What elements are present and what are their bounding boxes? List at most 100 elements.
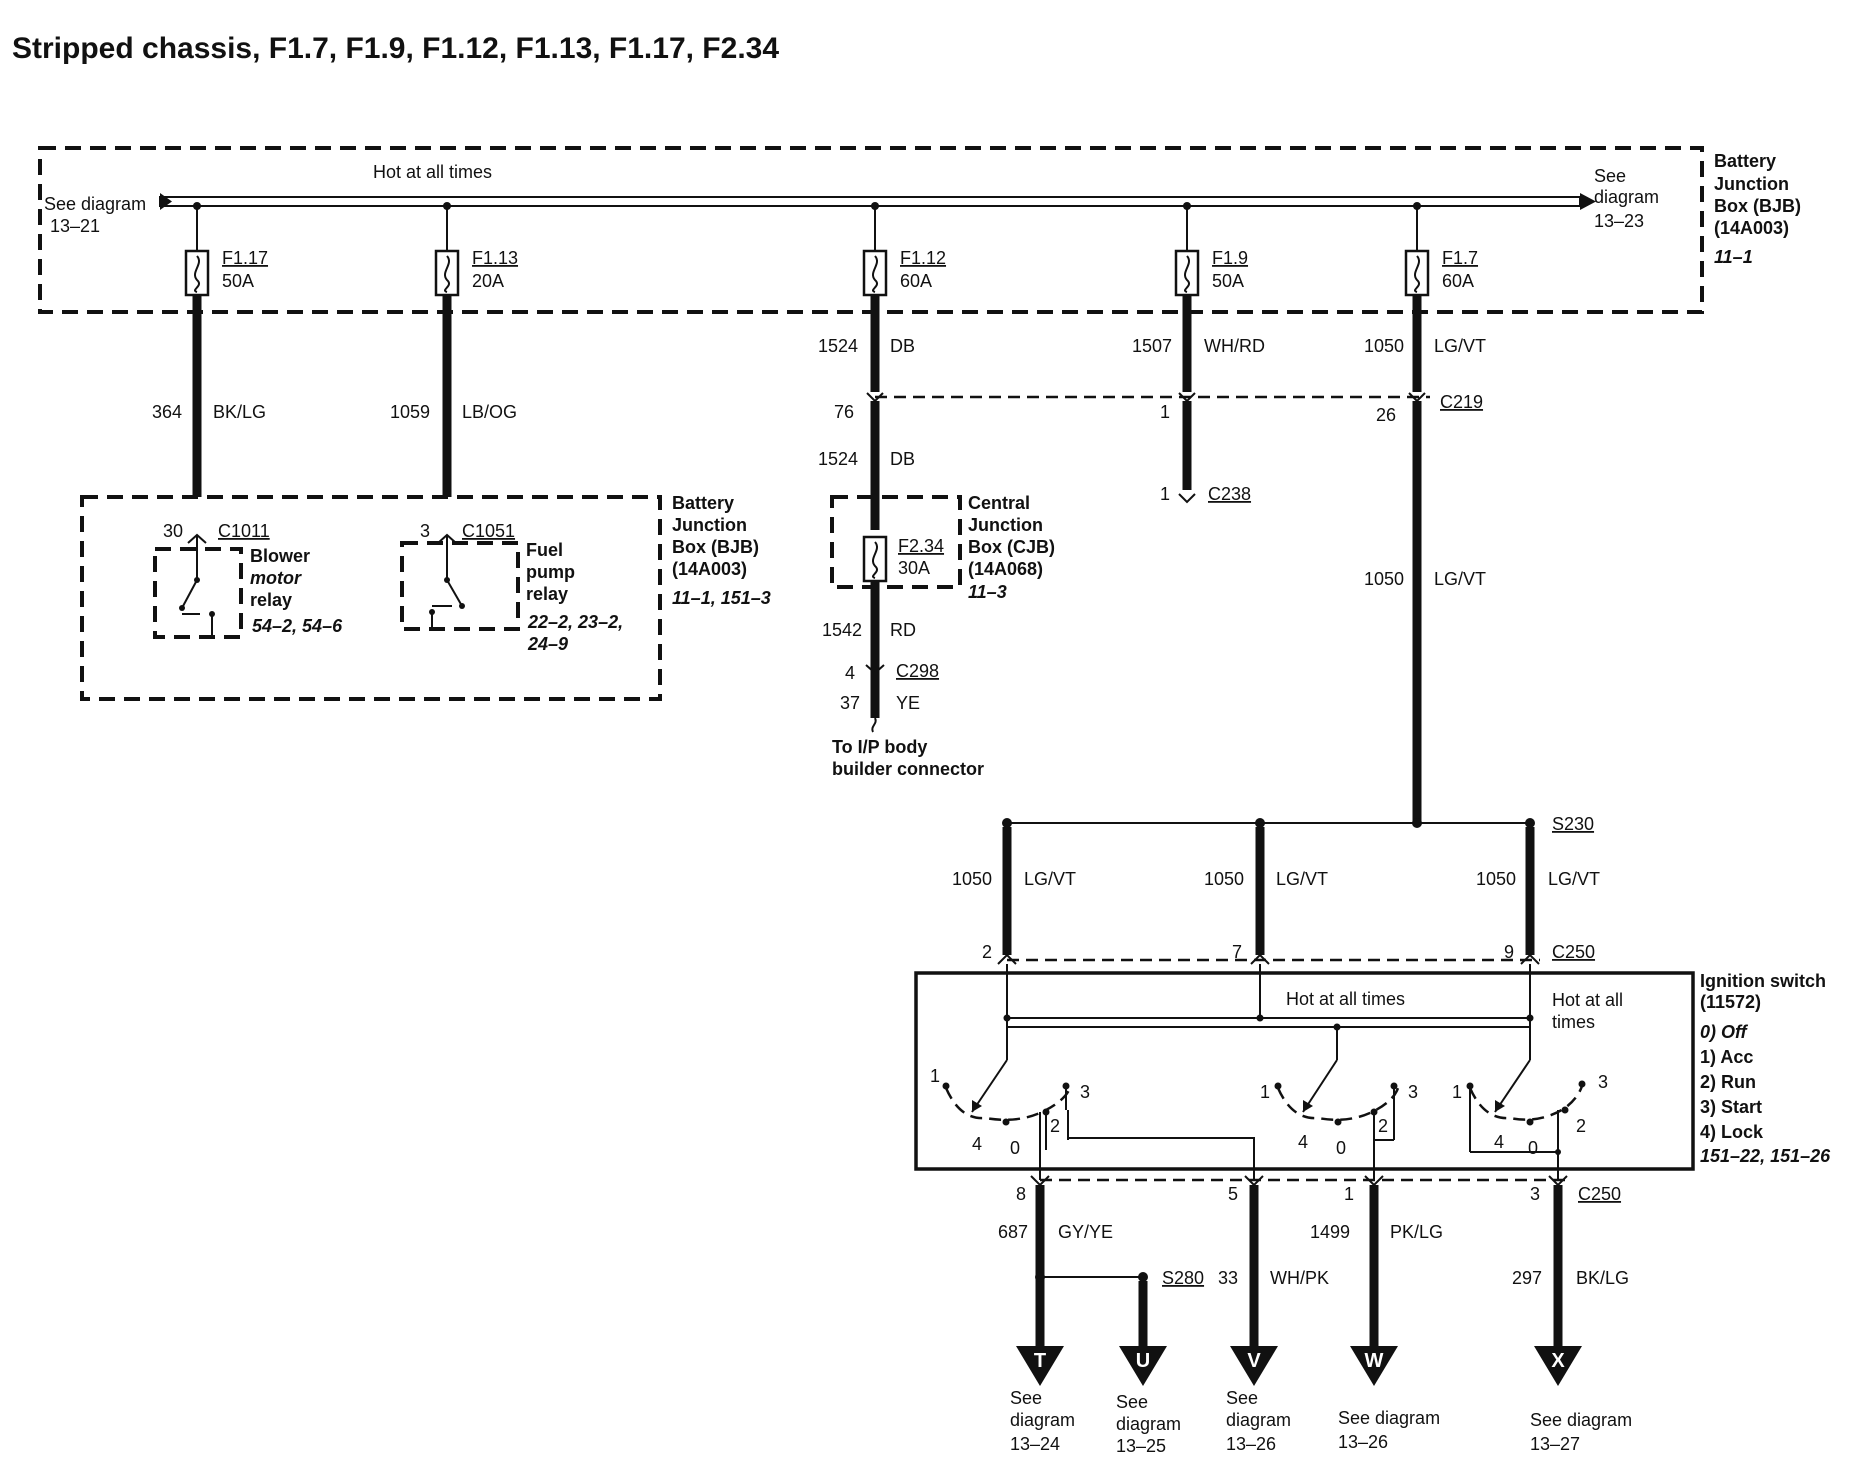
wire-1050-mid: 1050 LG/VT [1364,401,1486,823]
fuse-f1-17-name: F1.17 [222,248,268,268]
wire-1050-top-color: LG/VT [1434,336,1486,356]
c219-label: C219 [1440,392,1483,412]
ignition-switch-section-2: 1 3 4 0 2 [1260,1059,1418,1180]
s280-label: S280 [1162,1268,1204,1288]
page-title: Stripped chassis, F1.7, F1.9, F1.12, F1.… [12,32,779,65]
cjb-in-num: 1524 [818,449,858,469]
wire-1542: 1542 RD [822,581,916,718]
ignition-hot-right-1: Hot at all [1552,990,1623,1010]
sw3-pos-4: 4 [1494,1132,1504,1152]
c298-label: C298 [896,661,939,681]
c250-top-pin-9: 9 [1504,942,1514,962]
output-t-ref-1: See [1010,1388,1042,1408]
cjb-line-3: Box (CJB) [968,537,1055,557]
fuel-relay-refs-1: 22–2, 23–2, [527,612,623,632]
cjb-line-4: (14A068) [968,559,1043,579]
output-v-ref-2: diagram [1226,1410,1291,1430]
ignition-switch-section-1: 1 3 4 0 2 [930,1059,1255,1180]
sw1-pos-2: 2 [1050,1116,1060,1136]
fuse-f1-13-name: F1.13 [472,248,518,268]
sw2-pos-2: 2 [1378,1116,1388,1136]
blower-motor-relay: 30 C1011 Blower motor relay 54–2, 54–6 [153,521,343,639]
s230-label: S230 [1552,814,1594,834]
bus-label: Hot at all times [373,162,492,182]
fuse-f1-17-amp: 50A [222,271,254,291]
fuel-relay-name-3: relay [526,584,568,604]
splice-s230: S230 [1002,814,1594,834]
bus-right-ref-2: diagram [1594,187,1659,207]
splice-wire-3-num: 1050 [1476,869,1516,889]
wire-1059-color: LB/OG [462,402,517,422]
sw3-pos-3: 3 [1598,1072,1608,1092]
output-u-ref-3: 13–25 [1116,1436,1166,1456]
splice-wire-1-num: 1050 [952,869,992,889]
bjb-top-line-1: Battery [1714,151,1776,171]
bjb-top-line-3: Box (BJB) [1714,196,1801,216]
out-wire-33-color: WH/PK [1270,1268,1329,1288]
fuse-f1-17: F1.17 50A [184,248,268,297]
ignition-hot-mid: Hot at all times [1286,989,1405,1009]
wire-1507-to-c238: 1 C238 [1160,401,1251,504]
output-t: T See diagram 13–24 [1010,1346,1075,1454]
wire-1542-num: 1542 [822,620,862,640]
wire-364-color: BK/LG [213,402,266,422]
sw3-pos-1: 1 [1452,1082,1462,1102]
hot-bus-bar [159,193,1596,210]
cjb-line-1: Central [968,493,1030,513]
out-wire-33: 33 WH/PK [1218,1185,1329,1346]
output-x: X See diagram 13–27 [1530,1346,1632,1454]
sw3-pos-0: 0 [1528,1138,1538,1158]
fuse-f1-9-amp: 50A [1212,271,1244,291]
c219-pin-1: 1 [1160,402,1170,422]
output-v: V See diagram 13–26 [1226,1346,1291,1454]
connector-c219: 76 1 26 C219 [834,392,1483,425]
bus-left-ref-1: See diagram [44,194,146,214]
wire-1050-mid-num: 1050 [1364,569,1404,589]
fuse-f1-7: F1.7 60A [1404,248,1478,297]
output-v-ref-3: 13–26 [1226,1434,1276,1454]
splice-wire-2: 1050 LG/VT [1204,827,1328,955]
bus-right-ref-1: See [1594,166,1626,186]
sw3-pos-2: 2 [1576,1116,1586,1136]
fuel-relay-refs-2: 24–9 [527,634,568,654]
blower-relay-pin: 30 [163,521,183,541]
wire-364-num: 364 [152,402,182,422]
c298-pin-bottom: 37 [840,693,860,713]
fuse-f1-13-amp: 20A [472,271,504,291]
splice-wire-3: 1050 LG/VT [1476,827,1600,955]
output-x-letter: X [1551,1350,1565,1372]
c250-bottom-pin-1: 1 [1344,1184,1354,1204]
blower-relay-name-2: motor [250,568,302,588]
wire-1050-mid-color: LG/VT [1434,569,1486,589]
ignition-switch-section-3: 1 3 4 0 2 [1452,1059,1608,1180]
bjb-top-line-4: (14A003) [1714,218,1789,238]
sw1-pos-4: 4 [972,1134,982,1154]
wire-1524-color: DB [890,336,915,356]
output-x-ref-1: See diagram [1530,1410,1632,1430]
fuel-pump-relay: 3 C1051 Fuel pump relay 22–2, 23–2, 24–9 [400,521,623,654]
splice-wire-3-color: LG/VT [1548,869,1600,889]
blower-relay-refs: 54–2, 54–6 [252,616,343,636]
c219-pin-76: 76 [834,402,854,422]
sw1-pos-3: 3 [1080,1082,1090,1102]
bjb-lower-line-2: Junction [672,515,747,535]
output-t-ref-2: diagram [1010,1410,1075,1430]
cjb-fuse-name: F2.34 [898,536,944,556]
fuse-f1-7-amp: 60A [1442,271,1474,291]
central-junction-box: F2.34 30A Central Junction Box (CJB) (14… [830,493,1055,602]
cjb-in-color: DB [890,449,915,469]
wire-1059-num: 1059 [390,402,430,422]
output-w-ref-1: See diagram [1338,1408,1440,1428]
c298-pin-top: 4 [845,663,855,683]
ignition-pages: 151–22, 151–26 [1700,1146,1831,1166]
output-v-letter: V [1247,1350,1261,1372]
wire-1507-color: WH/RD [1204,336,1265,356]
output-u: U See diagram 13–25 [1116,1346,1181,1456]
splice-wire-2-num: 1050 [1204,869,1244,889]
fuse-f1-12-amp: 60A [900,271,932,291]
blower-relay-name-3: relay [250,590,292,610]
sw2-pos-0: 0 [1336,1138,1346,1158]
fuel-relay-connector: C1051 [462,521,515,541]
c250-bottom-pin-5: 5 [1228,1184,1238,1204]
